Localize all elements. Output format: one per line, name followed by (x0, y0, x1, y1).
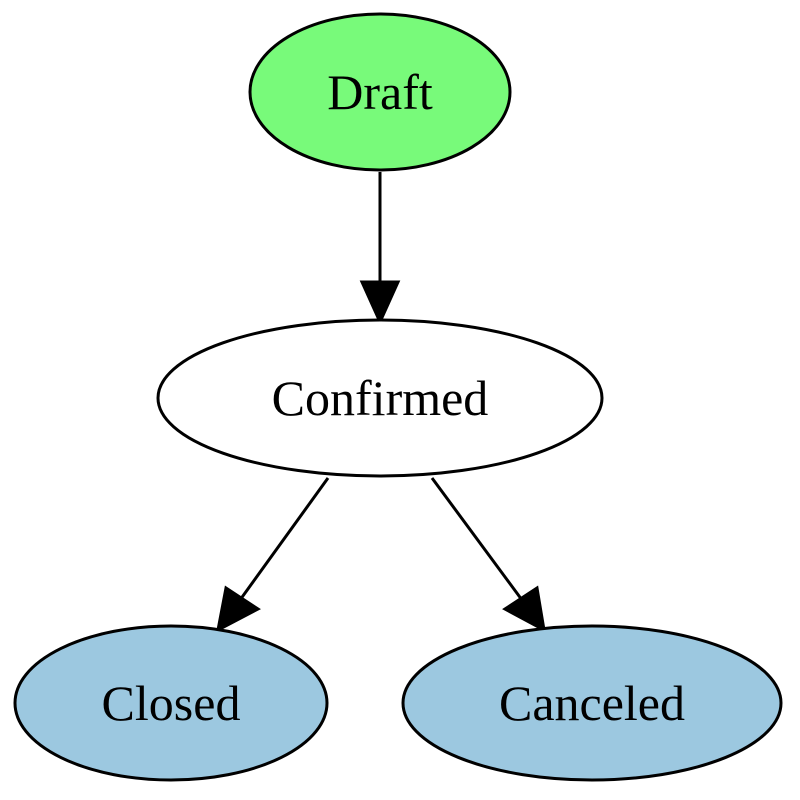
node-shape (401, 624, 783, 782)
node-label-confirmed: Confirmed (272, 370, 489, 426)
arrowhead-icon (502, 585, 546, 633)
node-closed[interactable]: Closed (13, 624, 329, 782)
edge-confirmed-to-canceled (430, 477, 546, 633)
node-shape (13, 624, 329, 782)
node-shape (156, 318, 604, 478)
edge-line (430, 477, 524, 601)
edge-draft-to-confirmed (359, 172, 401, 326)
node-label-draft: Draft (327, 64, 433, 120)
arrowhead-icon (359, 280, 401, 326)
edge-confirmed-to-closed (215, 477, 330, 633)
arrowhead-icon (215, 585, 261, 633)
node-label-closed: Closed (102, 675, 241, 731)
node-canceled[interactable]: Canceled (401, 624, 783, 782)
node-label-canceled: Canceled (499, 675, 685, 731)
edge-line (238, 477, 330, 601)
node-shape (248, 12, 512, 172)
node-draft[interactable]: Draft (248, 12, 512, 172)
node-confirmed[interactable]: Confirmed (156, 318, 604, 478)
